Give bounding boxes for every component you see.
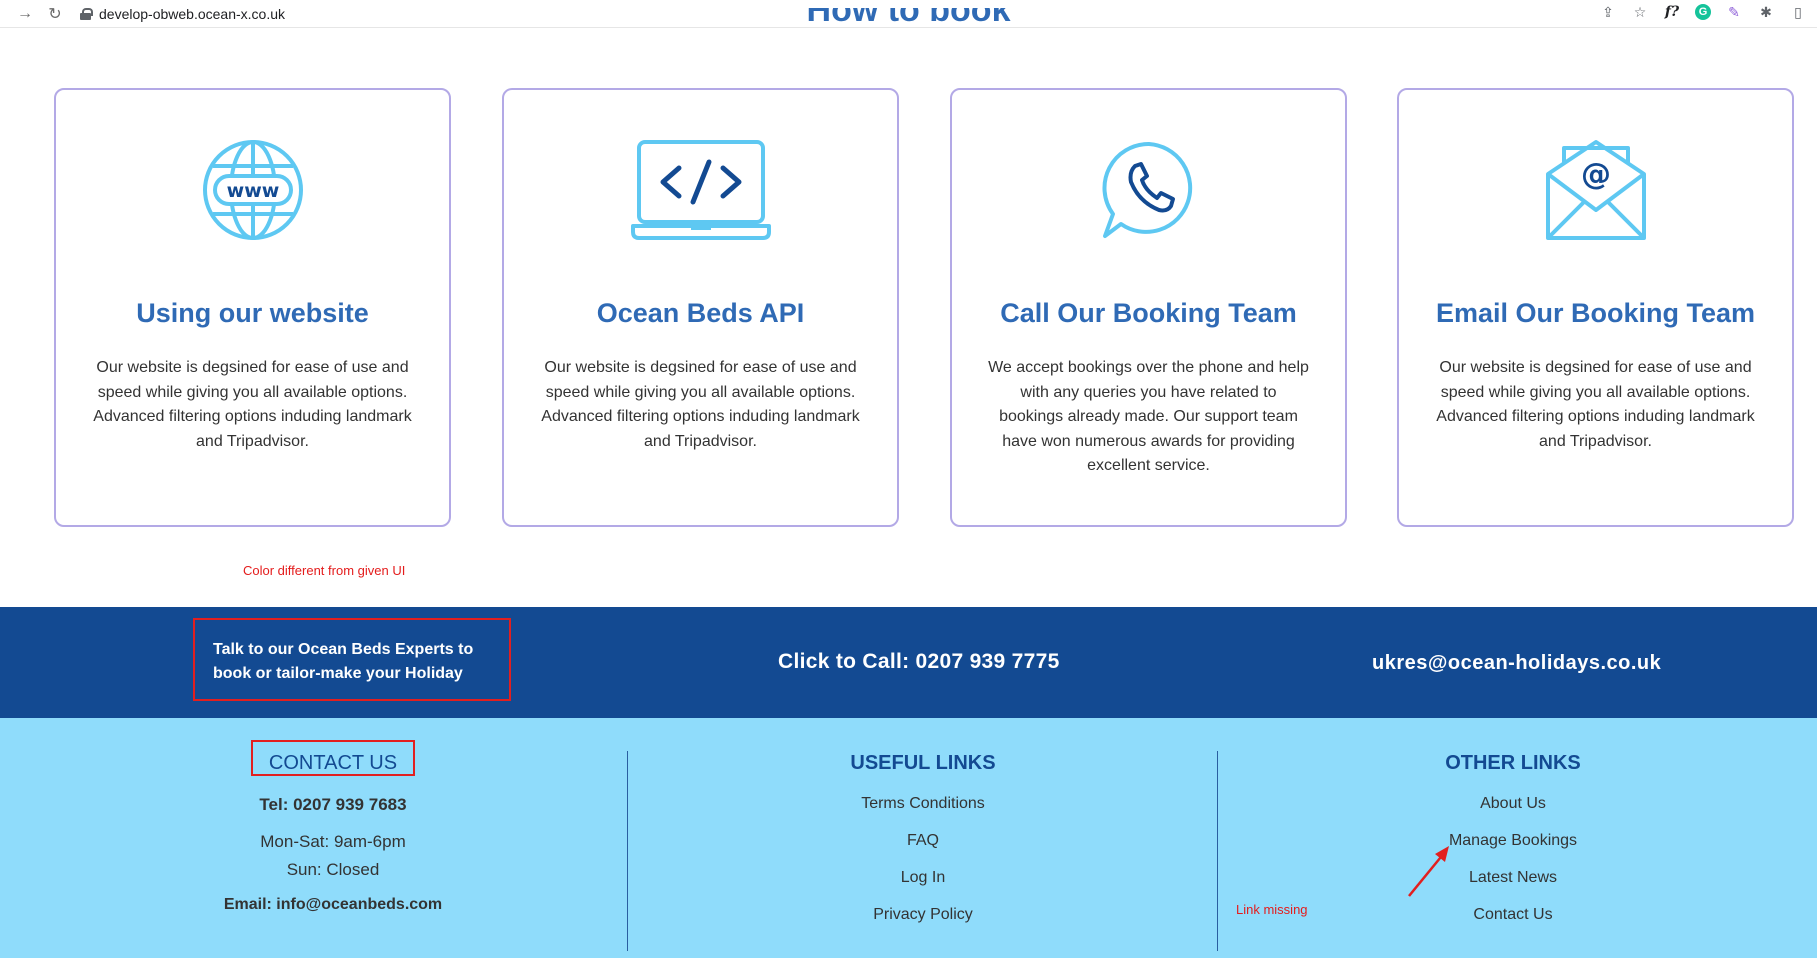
contact-tel: Tel: 0207 939 7683 [259,795,407,814]
link-log-in[interactable]: Log In [900,869,946,886]
link-about-us[interactable]: About Us [1480,795,1546,812]
link-contact-us[interactable]: Contact Us [1473,906,1553,923]
card-title: Using our website [136,298,369,328]
click-to-call-link[interactable]: Click to Call: 0207 939 7775 [778,650,1060,673]
useful-links-heading: USEFUL LINKS [850,752,996,774]
star-icon[interactable]: ☆ [1633,3,1647,20]
footer: CONTACT US Tel: 0207 939 7683 Mon-Sat: 9… [0,718,1817,958]
card-text: We accept bookings over the phone and he… [988,359,1309,474]
footer-divider-2 [1217,751,1218,951]
annotation-color-note: Color different from given UI [243,563,406,578]
contact-hours-sunday: Sun: Closed [286,860,380,879]
annotation-arrow-icon [1408,846,1449,897]
card-call-team: Call Our Booking Team We accept bookings… [950,88,1347,527]
talk-line-1: Talk to our Ocean Beds Experts to [213,641,474,658]
browser-toolbar: → ↻ develop-obweb.ocean-x.co.uk ⇪ ☆ f? G… [0,0,1817,28]
footer-useful-links-column: USEFUL LINKS Terms Conditions FAQ Log In… [823,752,1023,924]
card-text: Our website is degsined for ease of use … [93,359,412,450]
cta-email-link[interactable]: ukres@ocean-holidays.co.uk [1372,652,1662,674]
laptop-code-icon [630,140,771,240]
footer-divider-1 [627,751,628,951]
puzzle-extensions-icon[interactable]: ✱ [1760,3,1772,20]
talk-to-experts: Talk to our Ocean Beds Experts to book o… [193,618,511,701]
grammarly-icon[interactable]: G [1695,4,1711,20]
annotation-box [251,740,415,776]
browser-extension-icons: ⇪ ☆ f? G ✎ ✱ ▯ [1599,3,1807,21]
card-title: Email Our Booking Team [1435,298,1756,328]
card-using-website: www Using our website Our website is deg… [54,88,451,527]
card-title: Call Our Booking Team [1000,298,1297,328]
lock-icon [80,8,93,20]
address-bar[interactable]: develop-obweb.ocean-x.co.uk [80,2,285,26]
globe-www-icon: www [202,140,303,240]
card-title: Ocean Beds API [596,298,805,328]
card-email-team: @ Email Our Booking Team Our website is … [1397,88,1794,527]
card-text: Our website is degsined for ease of use … [1436,359,1755,450]
footer-contact-column: CONTACT US Tel: 0207 939 7683 Mon-Sat: 9… [223,752,443,914]
annotation-link-note: Link missing [1236,902,1308,917]
phone-chat-icon [1102,141,1192,238]
link-latest-news[interactable]: Latest News [1468,869,1558,886]
font-question-icon[interactable]: f? [1664,4,1680,20]
envelope-at-icon: @ [1545,140,1646,240]
contact-heading: CONTACT US [268,752,398,774]
sidebar-icon[interactable]: ▯ [1794,3,1802,20]
contact-hours-weekday: Mon-Sat: 9am-6pm [260,832,406,851]
link-manage-bookings[interactable]: Manage Bookings [1448,832,1578,849]
svg-text:@: @ [1581,157,1611,192]
link-faq[interactable]: FAQ [906,832,939,849]
link-terms-conditions[interactable]: Terms Conditions [861,795,985,812]
other-links-heading: OTHER LINKS [1445,752,1581,774]
contact-email: Email: info@oceanbeds.com [223,896,443,913]
section-title: How to book [806,8,1011,29]
link-privacy-policy[interactable]: Privacy Policy [873,906,973,923]
footer-other-links-column: OTHER LINKS About Us Manage Bookings Lat… [1413,752,1613,924]
card-api: Ocean Beds API Our website is degsined f… [502,88,899,527]
forward-arrow-icon[interactable]: → [17,4,33,22]
svg-text:www: www [226,180,279,202]
share-icon[interactable]: ⇪ [1602,3,1614,20]
talk-line-2: book or tailor-make your Holiday [213,665,463,682]
url-text: develop-obweb.ocean-x.co.uk [99,6,286,22]
pen-extension-icon[interactable]: ✎ [1728,3,1740,20]
card-text: Our website is degsined for ease of use … [541,359,860,450]
reload-icon[interactable]: ↻ [48,5,62,23]
cta-band: Talk to our Ocean Beds Experts to book o… [0,607,1817,718]
